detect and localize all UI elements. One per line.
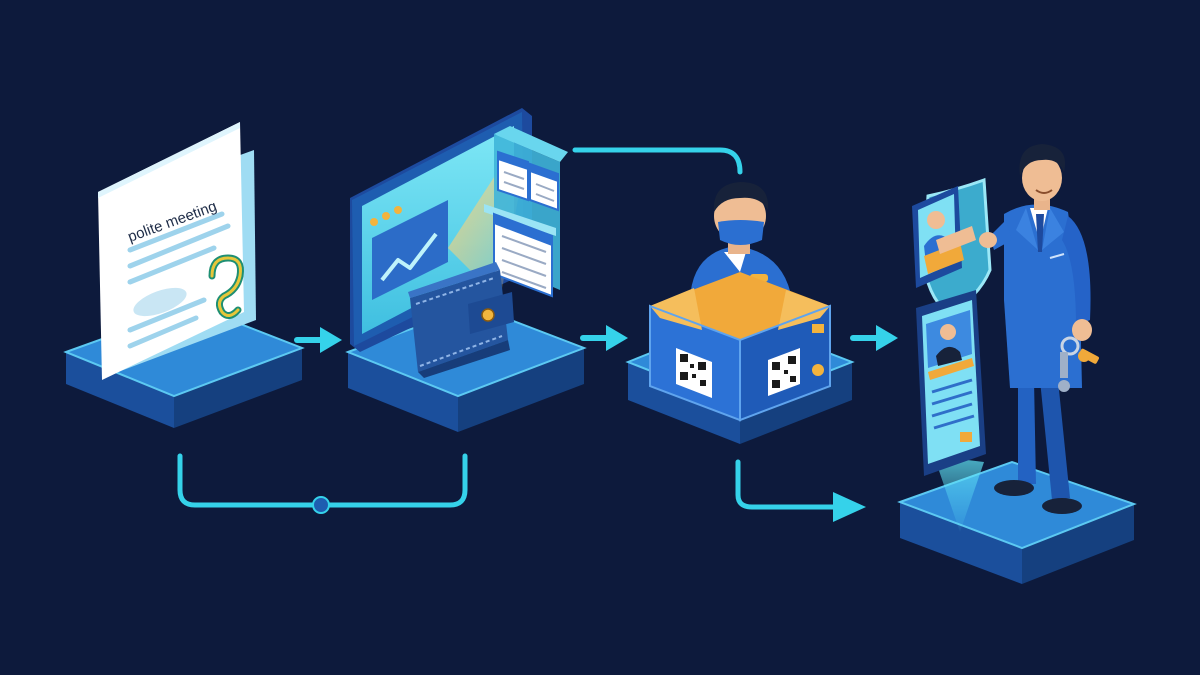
businessman-figure	[979, 144, 1092, 514]
label-icon	[812, 324, 824, 333]
keys-icon	[1058, 336, 1099, 392]
hologram-cone	[934, 456, 984, 532]
businessman-head	[1022, 155, 1062, 201]
document-cloud-shape	[133, 287, 187, 317]
tablet-profile-icon	[916, 290, 986, 476]
arrow-right-icon	[294, 327, 342, 353]
face-mask-icon	[718, 220, 764, 245]
phone-card-icon	[912, 186, 976, 288]
screen-chart-window	[370, 200, 448, 300]
qr-code-icon	[768, 348, 800, 396]
calendar-icon	[493, 150, 559, 298]
document-text-lines	[127, 211, 231, 349]
qr-code-icon	[676, 348, 712, 398]
arrow-right-icon	[833, 492, 866, 522]
wallet-icon	[408, 262, 514, 378]
connector-node-dot	[312, 496, 330, 514]
arrow-right-icon	[850, 325, 898, 351]
lower-right-connector	[735, 459, 838, 510]
step-courier	[625, 182, 855, 444]
platform	[63, 304, 305, 428]
step-dashboard	[345, 108, 587, 432]
arrows	[294, 325, 898, 522]
step-agent	[897, 144, 1137, 584]
sticker-icon	[812, 364, 824, 376]
top-connector	[572, 147, 743, 175]
arrow-right-icon	[580, 325, 628, 351]
step-document: polite meeting	[63, 122, 305, 428]
